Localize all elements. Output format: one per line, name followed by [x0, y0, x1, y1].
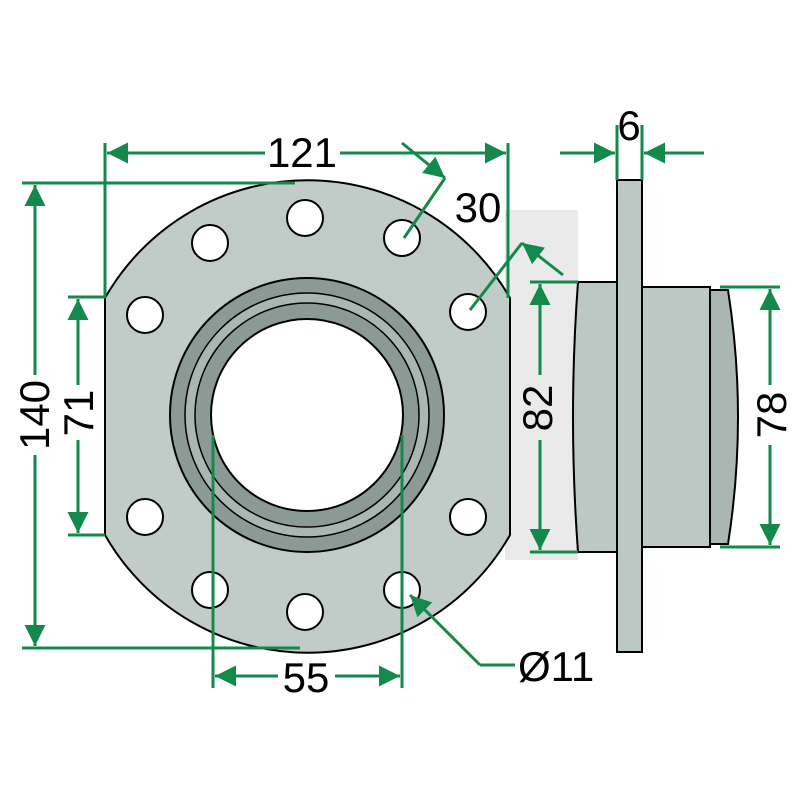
side-hub-body [572, 281, 621, 553]
bolt-hole [191, 571, 229, 609]
dim-6: 6 [617, 102, 640, 149]
dim-78: 78 [748, 392, 795, 439]
side-flange-plate [616, 179, 643, 653]
bolt-hole [126, 498, 164, 536]
center-bore [210, 318, 404, 512]
bolt-hole [286, 593, 324, 631]
bolt-hole [286, 199, 324, 237]
dim-hole-diameter: Ø11 [518, 643, 594, 690]
bolt-holes [126, 199, 487, 631]
dimension-lines [22, 125, 781, 688]
dim-55: 55 [283, 654, 330, 701]
side-hub-spigot [641, 286, 711, 548]
flange-front-view [104, 179, 511, 654]
flange-side-view [572, 179, 739, 653]
dim-121: 121 [267, 129, 337, 176]
bolt-hole [449, 293, 487, 331]
bolt-hole [126, 296, 164, 334]
bolt-hole [449, 498, 487, 536]
leader-lines [401, 141, 564, 667]
dimension-labels: 121 30 6 55 Ø11 140 71 82 78 [11, 102, 795, 701]
bolt-hole [383, 219, 421, 257]
dim-71: 71 [55, 390, 102, 437]
dim-140: 140 [11, 380, 58, 450]
dim-30: 30 [455, 184, 502, 231]
bolt-hole [191, 224, 229, 262]
side-seal [709, 289, 739, 545]
dim-82: 82 [514, 385, 561, 432]
